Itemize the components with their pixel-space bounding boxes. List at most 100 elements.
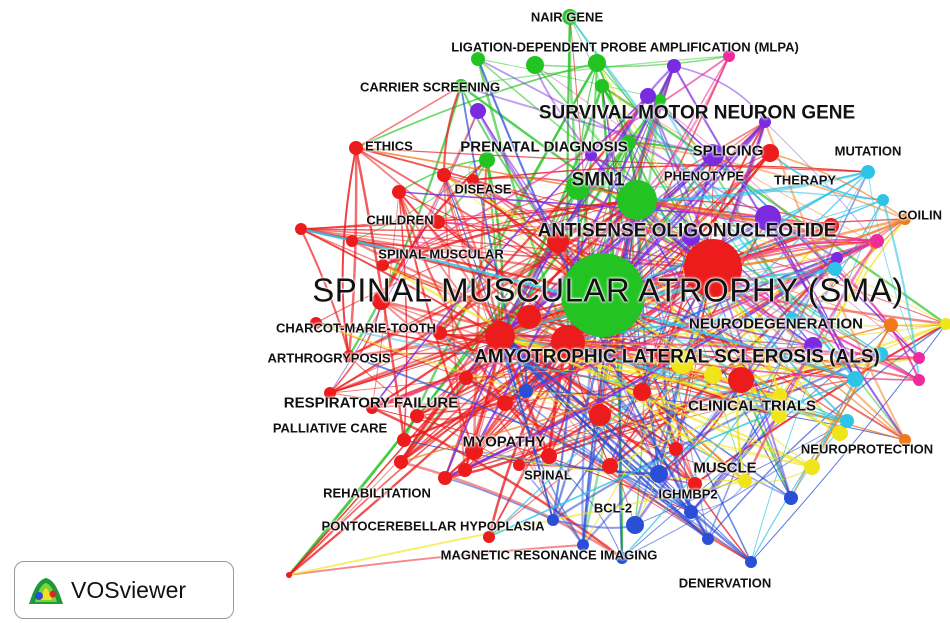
label-respiratory-failure[interactable]: RESPIRATORY FAILURE: [283, 394, 459, 412]
network-node-yellow[interactable]: [773, 388, 787, 402]
label-palliative-care[interactable]: PALLIATIVE CARE: [272, 420, 388, 436]
network-node-red[interactable]: [497, 395, 513, 411]
label-splicing[interactable]: SPLICING: [692, 142, 764, 160]
network-node-red[interactable]: [372, 292, 390, 310]
network-node-red[interactable]: [349, 141, 363, 155]
network-node-red[interactable]: [437, 168, 451, 182]
network-node-purple[interactable]: [702, 144, 724, 166]
network-node-red[interactable]: [377, 259, 389, 271]
network-node-red[interactable]: [602, 458, 618, 474]
network-node-red[interactable]: [392, 185, 406, 199]
network-node-red[interactable]: [517, 305, 541, 329]
label-ighmbp2[interactable]: IGHMBP2: [658, 486, 718, 502]
network-node-blue[interactable]: [702, 533, 714, 545]
label-disease[interactable]: DISEASE: [454, 181, 512, 197]
network-node-red[interactable]: [541, 448, 557, 464]
label-charcot-marie-tooth[interactable]: CHARCOT-MARIE-TOOTH: [275, 320, 437, 336]
network-node-cyan[interactable]: [847, 371, 863, 387]
network-node-blue[interactable]: [547, 514, 559, 526]
network-node-green[interactable]: [479, 152, 495, 168]
network-node-purple[interactable]: [831, 252, 843, 264]
network-node-red[interactable]: [684, 239, 742, 297]
network-node-magenta[interactable]: [913, 352, 925, 364]
network-node-purple[interactable]: [682, 228, 700, 246]
label-nair-gene[interactable]: NAIR GENE: [530, 9, 604, 25]
label-mlpa[interactable]: LIGATION-DEPENDENT PROBE AMPLIFICATION (…: [451, 39, 799, 55]
label-coilin[interactable]: COILIN: [897, 207, 943, 223]
network-node-red[interactable]: [485, 321, 515, 351]
network-node-red[interactable]: [669, 442, 683, 456]
label-clinical-trials[interactable]: CLINICAL TRIALS: [687, 397, 817, 415]
label-myopathy[interactable]: MYOPATHY: [462, 433, 546, 451]
network-node-blue[interactable]: [650, 465, 668, 483]
network-node-red[interactable]: [366, 402, 378, 414]
network-node-green[interactable]: [562, 9, 578, 25]
network-node-magenta[interactable]: [723, 50, 735, 62]
network-node-green[interactable]: [566, 176, 590, 200]
network-node-yellow[interactable]: [670, 350, 694, 374]
network-node-green[interactable]: [526, 56, 544, 74]
label-survival-motor-neuron-gene[interactable]: SURVIVAL MOTOR NEURON GENE: [538, 102, 856, 124]
network-node-blue[interactable]: [577, 539, 589, 551]
network-node-green[interactable]: [454, 79, 468, 93]
network-node-red[interactable]: [633, 383, 651, 401]
network-node-red[interactable]: [656, 349, 672, 365]
label-rehabilitation[interactable]: REHABILITATION: [323, 485, 431, 501]
network-node-orange[interactable]: [884, 318, 898, 332]
network-node-red[interactable]: [547, 231, 569, 253]
label-denervation[interactable]: DENERVATION: [678, 575, 772, 591]
network-node-purple[interactable]: [667, 59, 681, 73]
network-node-cyan[interactable]: [874, 347, 888, 361]
network-node-red[interactable]: [513, 459, 525, 471]
label-bcl-2[interactable]: BCL-2: [593, 500, 633, 516]
network-node-red[interactable]: [343, 350, 355, 362]
network-node-red[interactable]: [551, 325, 585, 359]
network-node-red[interactable]: [761, 144, 779, 162]
network-node-red[interactable]: [483, 531, 495, 543]
network-node-red[interactable]: [310, 317, 322, 329]
network-node-green[interactable]: [617, 180, 657, 220]
label-magnetic-resonance-imaging[interactable]: MAGNETIC RESONANCE IMAGING: [440, 547, 658, 563]
network-node-orange[interactable]: [899, 213, 911, 225]
network-node-red[interactable]: [688, 477, 702, 491]
network-node-orange[interactable]: [899, 434, 911, 446]
network-node-red[interactable]: [324, 387, 336, 399]
label-neuroprotection[interactable]: NEUROPROTECTION: [800, 441, 934, 457]
network-node-yellow[interactable]: [738, 474, 752, 488]
network-node-red[interactable]: [433, 326, 447, 340]
network-node-red[interactable]: [823, 218, 839, 234]
network-node-blue[interactable]: [519, 384, 533, 398]
network-node-yellow[interactable]: [832, 425, 848, 441]
label-therapy[interactable]: THERAPY: [773, 172, 837, 188]
network-node-green[interactable]: [471, 52, 485, 66]
network-node-purple[interactable]: [755, 205, 781, 231]
network-node-red[interactable]: [410, 409, 424, 423]
network-node-red[interactable]: [397, 433, 411, 447]
network-node-green[interactable]: [561, 253, 645, 337]
network-node-red[interactable]: [467, 174, 479, 186]
network-node-red[interactable]: [589, 404, 611, 426]
network-node-blue[interactable]: [784, 491, 798, 505]
network-node-red[interactable]: [465, 442, 483, 460]
network-node-blue[interactable]: [616, 552, 628, 564]
network-node-cyan[interactable]: [785, 312, 799, 326]
network-node-purple[interactable]: [640, 88, 656, 104]
network-node-green[interactable]: [588, 54, 606, 72]
network-node-yellow[interactable]: [940, 318, 950, 330]
network-node-cyan[interactable]: [828, 262, 842, 276]
label-spinal-muscular[interactable]: SPINAL MUSCULAR: [378, 246, 504, 262]
network-node-yellow[interactable]: [704, 366, 722, 384]
network-node-red[interactable]: [459, 371, 473, 385]
network-node-purple[interactable]: [585, 149, 597, 161]
label-mutation[interactable]: MUTATION: [834, 143, 902, 159]
label-spinal-muscular-atrophy[interactable]: SPINAL MUSCULAR ATROPHY (SMA): [312, 271, 904, 309]
network-node-yellow[interactable]: [804, 459, 820, 475]
network-node-purple[interactable]: [804, 337, 822, 355]
network-node-blue[interactable]: [626, 516, 644, 534]
label-prenatal-diagnosis[interactable]: PRENATAL DIAGNOSIS: [460, 138, 628, 156]
label-smn1[interactable]: SMN1: [571, 169, 625, 191]
label-phenotype[interactable]: PHENOTYPE: [663, 168, 745, 184]
label-pontocerebellar-hypoplasia[interactable]: PONTOCEREBELLAR HYPOPLASIA: [321, 518, 545, 534]
label-antisense-oligonucleotide[interactable]: ANTISENSE OLIGONUCLEOTIDE: [537, 220, 837, 242]
label-ethics[interactable]: ETHICS: [365, 138, 413, 154]
